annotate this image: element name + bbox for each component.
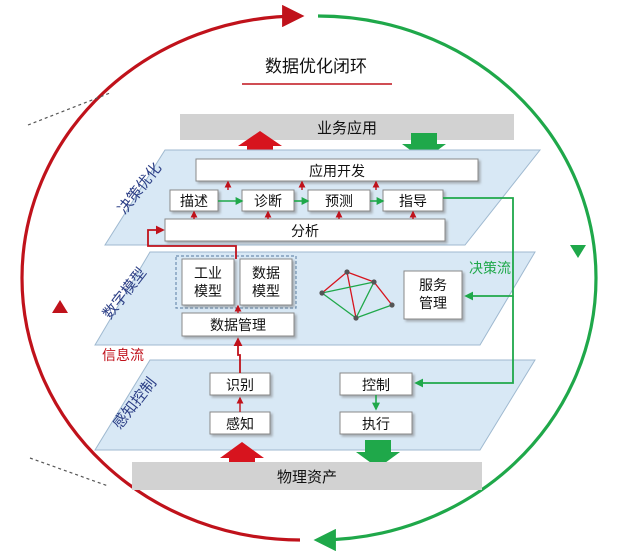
info-loop-arc <box>20 4 305 542</box>
perspective-line-top <box>27 92 111 126</box>
execute-label: 执行 <box>362 417 390 433</box>
info-loop-arrowhead <box>52 300 68 313</box>
diagram-title: 数据优化闭环 <box>265 57 367 77</box>
app-dev-label: 应用开发 <box>309 163 365 180</box>
step-predict-label: 预测 <box>325 194 353 210</box>
decision-loop-arrowhead <box>570 245 586 258</box>
step-describe-label: 描述 <box>180 194 208 210</box>
control-label: 控制 <box>362 378 390 394</box>
perceive-label: 感知 <box>226 416 254 433</box>
decision-flow-guide-to-service <box>443 197 514 301</box>
top-bar-label: 业务应用 <box>317 119 377 137</box>
bottom-bar-label: 物理资产 <box>277 468 337 486</box>
step-guide-label: 指导 <box>399 194 427 210</box>
analysis-box <box>164 218 446 242</box>
perspective-line-bottom <box>29 457 109 487</box>
info-flow-label: 信息流 <box>102 347 144 364</box>
data-model-box <box>239 258 293 306</box>
network-graph-icon <box>319 269 395 321</box>
identify-label: 识别 <box>226 378 254 394</box>
sensing-layer-plane <box>94 359 536 451</box>
decision-loop-arc <box>313 14 598 552</box>
data-mgmt-label: 数据管理 <box>210 318 266 334</box>
industrial-model-label: 工业模型 <box>194 266 222 300</box>
bottom-bar <box>132 462 482 490</box>
app-dev-box <box>195 158 479 182</box>
top-down-arrow <box>402 133 446 160</box>
execute-box <box>339 411 413 435</box>
step-diagnose-label: 诊断 <box>254 194 282 210</box>
data-model-label: 数据模型 <box>252 266 280 300</box>
decision-flow-service-to-control <box>414 296 514 388</box>
industrial-model-box <box>181 258 235 306</box>
service-mgmt-label: 服务管理 <box>419 278 447 312</box>
bottom-down-arrow <box>356 440 400 468</box>
service-mgmt-box <box>403 270 463 320</box>
top-bar <box>180 114 514 140</box>
decision-flow-label: 决策流 <box>469 260 511 277</box>
info-flow-model-to-decision <box>147 225 237 259</box>
info-flow-sensing-to-model <box>233 337 243 373</box>
analysis-label: 分析 <box>291 224 319 240</box>
